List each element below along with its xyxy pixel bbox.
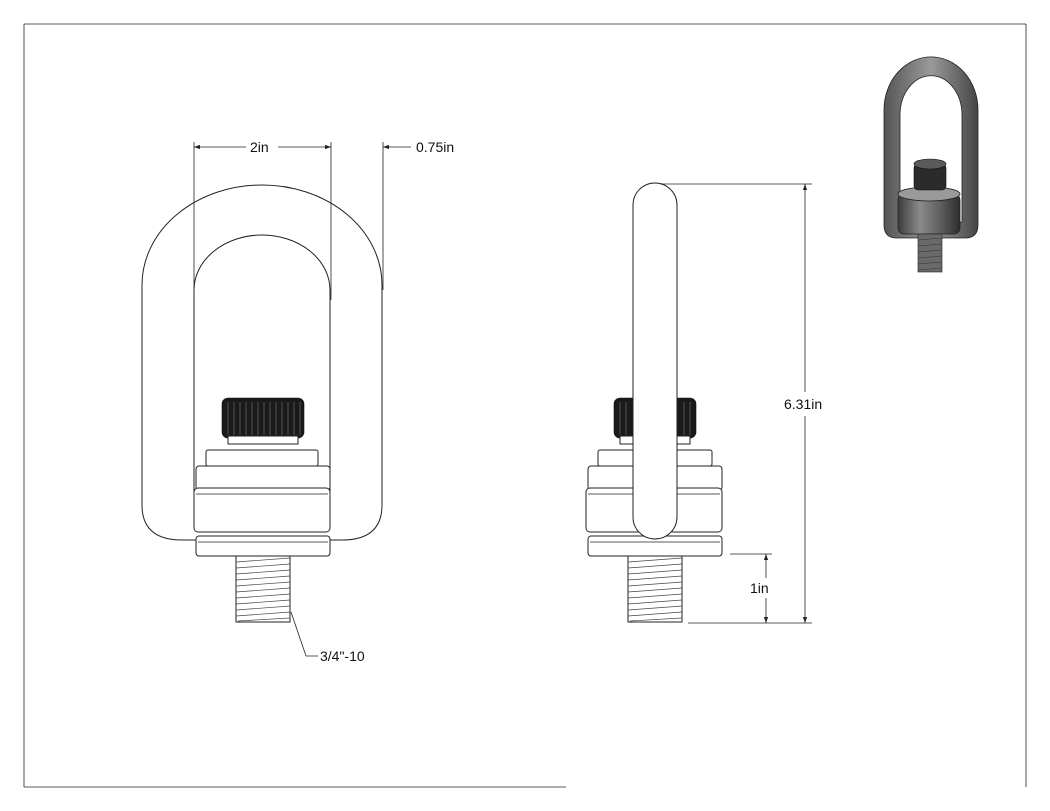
front-eye-ring (141, 184, 383, 541)
thread-length-label: 1in (750, 580, 769, 596)
isometric-view (883, 56, 979, 273)
front-washer (205, 449, 319, 467)
overall-height-label: 6.31in (784, 396, 822, 412)
eye-section-width-label: 0.75in (416, 139, 454, 155)
front-view: 3/4"-10 2in 0.75in (141, 139, 454, 664)
front-collar (195, 465, 331, 491)
eye-inner-width-label: 2in (250, 139, 269, 155)
side-threaded-stud (627, 555, 683, 623)
iso-eye-ring (883, 56, 979, 239)
sheet-border (23, 23, 1027, 788)
thread-spec-label: 3/4"-10 (320, 648, 365, 664)
front-base-flange (195, 535, 331, 557)
side-view: 6.31in 1in (585, 182, 822, 624)
front-body (193, 487, 331, 533)
front-threaded-stud (235, 555, 291, 623)
front-knurled-cap (221, 397, 305, 445)
side-eye-ring (632, 182, 678, 540)
